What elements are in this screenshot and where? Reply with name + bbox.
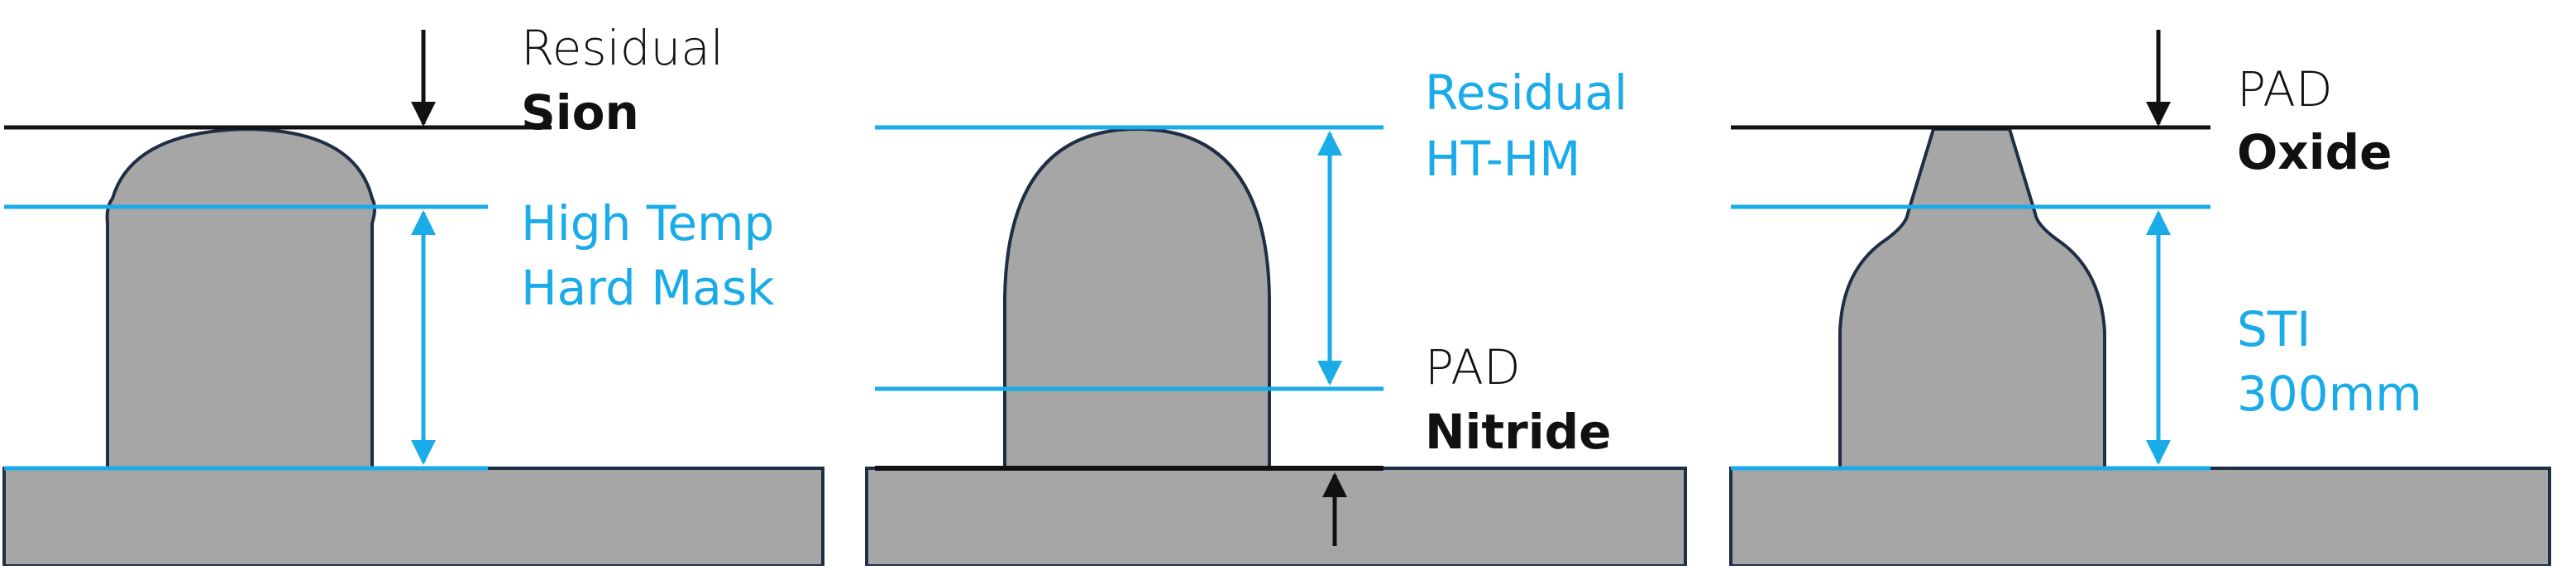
panel-3-label-300mm: 300mm bbox=[2237, 366, 2422, 422]
panel-1-fin bbox=[105, 127, 376, 470]
panel-3-substrate bbox=[1729, 467, 2551, 568]
panel-1-label-sion: Sion bbox=[521, 84, 639, 141]
panel-2-label-ht-hm: HT-HM bbox=[1425, 131, 1581, 187]
panel-1 bbox=[2, 30, 824, 568]
panel-1-substrate bbox=[2, 467, 824, 568]
panel-2-label-residual: Residual bbox=[1425, 65, 1627, 121]
panel-3-label-oxide: Oxide bbox=[2237, 124, 2392, 180]
panel-3-label-pad: PAD bbox=[2237, 61, 2333, 117]
panel-3 bbox=[1729, 30, 2551, 568]
panel-2-label-pad: PAD bbox=[1425, 339, 1521, 395]
panel-1-label-hard-mask: Hard Mask bbox=[521, 260, 775, 316]
panel-2-substrate bbox=[865, 467, 1687, 568]
panel-1-label-high-temp: High Temp bbox=[521, 195, 775, 251]
panel-3-fin bbox=[1838, 127, 2106, 470]
panel-2-label-nitride: Nitride bbox=[1425, 404, 1612, 460]
panel-3-label-sti: STI bbox=[2237, 301, 2311, 357]
panel-2 bbox=[865, 125, 1687, 568]
panel-1-label-residual: Residual bbox=[521, 20, 724, 76]
panel-2-fin bbox=[1003, 127, 1271, 470]
